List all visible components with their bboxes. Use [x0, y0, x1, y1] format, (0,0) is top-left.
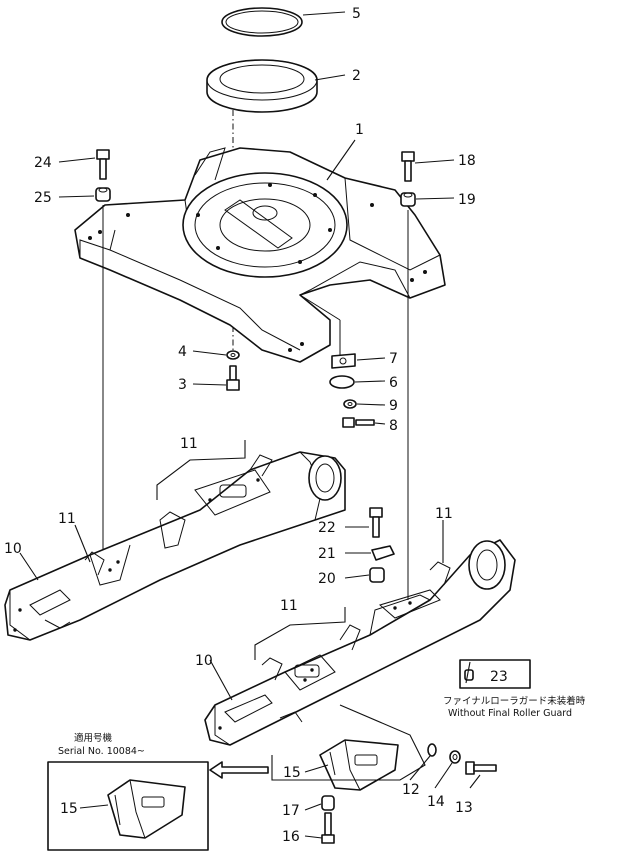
- serial-inset-box: [47, 761, 209, 851]
- guard-15-part: [319, 739, 399, 791]
- callout-22: 22: [318, 520, 336, 536]
- callout-15-inset: 15: [60, 801, 78, 817]
- callout-21: 21: [318, 546, 336, 562]
- arrow-left-icon: [209, 761, 269, 779]
- callout-6: 6: [389, 375, 398, 391]
- callout-13: 13: [455, 800, 473, 816]
- callout-7: 7: [389, 351, 398, 367]
- bolt-16-part: [321, 812, 335, 844]
- callout-10-right: 10: [195, 653, 213, 669]
- callout-8: 8: [389, 418, 398, 434]
- callout-16: 16: [282, 829, 300, 845]
- bolt-13-part: [465, 761, 497, 775]
- align-line-mid: [299, 294, 341, 321]
- callout-leaders: [19, 11, 481, 839]
- guard-15-outline: [271, 704, 426, 781]
- note-without-guard-en: Without Final Roller Guard: [448, 708, 572, 719]
- note-serial-en: Serial No. 10084~: [58, 746, 145, 757]
- callout-25: 25: [34, 190, 52, 206]
- callout-10-left: 10: [4, 541, 22, 557]
- callout-11-left-top: 11: [180, 436, 198, 452]
- bolt-3-part: [226, 365, 240, 391]
- bolt-8-part: [342, 417, 375, 428]
- callout-11-right-top: 11: [280, 598, 298, 614]
- callout-17: 17: [282, 803, 300, 819]
- gasket-6-part: [329, 375, 355, 389]
- spacer-25-part: [95, 187, 111, 202]
- callout-18: 18: [458, 153, 476, 169]
- callout-24: 24: [34, 155, 52, 171]
- callout-12: 12: [402, 782, 420, 798]
- callout-2: 2: [352, 68, 361, 84]
- seal-ring-part: [206, 59, 318, 113]
- plug-23-box: [459, 659, 531, 689]
- track-frame-left-part: [4, 451, 346, 641]
- plug-23-leader: [465, 661, 471, 684]
- spacer-19-part: [400, 192, 416, 207]
- bolt-18-part: [401, 151, 415, 182]
- washer-4-part: [226, 350, 240, 360]
- track-frame-right-part: [204, 539, 516, 746]
- washer-14-part: [449, 750, 461, 764]
- callout-3: 3: [178, 377, 187, 393]
- callout-11-right: 11: [435, 506, 453, 522]
- note-serial-jp: 適用号機: [74, 732, 113, 744]
- bracket-11-left-group: [156, 440, 246, 500]
- spacer-17-part: [321, 795, 335, 811]
- callout-14: 14: [427, 794, 445, 810]
- callout-4: 4: [178, 344, 187, 360]
- callout-9: 9: [389, 398, 398, 414]
- bolt-24-part: [96, 149, 110, 180]
- note-without-guard-jp: ファイナルローラガード未装着時: [443, 695, 586, 707]
- block-21-part: [371, 545, 395, 561]
- callout-5: 5: [352, 6, 361, 22]
- callout-23: 23: [490, 669, 508, 685]
- snap-ring-part: [221, 7, 303, 37]
- bolt-22-part: [369, 507, 383, 538]
- main-frame-part: [74, 147, 446, 363]
- spacer-20-part: [369, 567, 385, 583]
- plate-7-part: [331, 353, 356, 369]
- callout-20: 20: [318, 571, 336, 587]
- pin-12-part: [427, 743, 437, 757]
- callout-15-main: 15: [283, 765, 301, 781]
- washer-9-part: [343, 399, 357, 409]
- callout-1: 1: [355, 122, 364, 138]
- callout-19: 19: [458, 192, 476, 208]
- callout-11-left: 11: [58, 511, 76, 527]
- bracket-11-right-group: [254, 607, 346, 660]
